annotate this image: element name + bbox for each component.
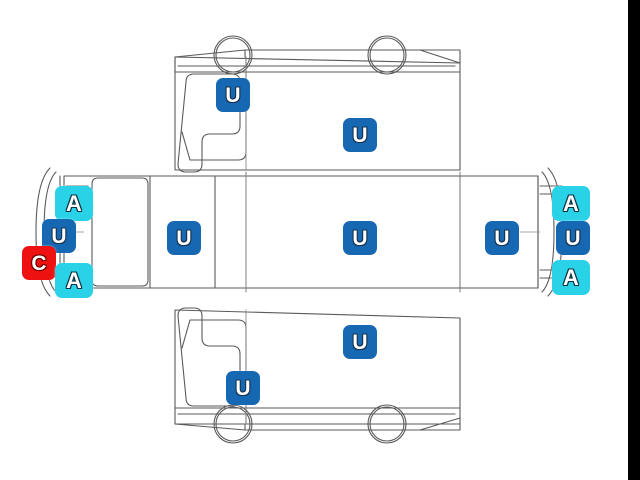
right-black-bar <box>628 0 640 480</box>
condition-marker-label: U <box>51 224 67 248</box>
plan-view <box>35 167 563 297</box>
condition-marker-label: U <box>176 226 192 250</box>
condition-marker-label: A <box>563 190 579 216</box>
condition-marker-u-top-view-body[interactable]: U <box>343 118 377 152</box>
condition-marker-a-plan-right-rear-corner[interactable]: A <box>552 260 590 295</box>
condition-marker-label: U <box>565 226 581 250</box>
top-side-elevation-view <box>174 35 461 173</box>
condition-marker-label: U <box>225 83 241 107</box>
condition-marker-label: U <box>352 123 368 147</box>
condition-marker-label: A <box>66 267 82 293</box>
condition-marker-a-plan-left-rear-corner[interactable]: A <box>55 263 93 298</box>
bottom-side-elevation-view <box>174 307 461 444</box>
condition-marker-a-plan-right-front-corner[interactable]: A <box>552 186 590 221</box>
condition-marker-c-plan-left-outer[interactable]: C <box>22 246 56 280</box>
condition-marker-u-bottom-view-cab[interactable]: U <box>226 371 260 405</box>
condition-marker-u-plan-body-centre[interactable]: U <box>343 221 377 255</box>
condition-marker-u-plan-body-rear[interactable]: U <box>485 221 519 255</box>
condition-marker-label: U <box>235 376 251 400</box>
condition-marker-u-bottom-view-body[interactable]: U <box>343 325 377 359</box>
condition-marker-label: U <box>352 226 368 250</box>
condition-marker-a-plan-left-front-corner[interactable]: A <box>55 186 93 221</box>
condition-marker-u-top-view-cab[interactable]: U <box>216 78 250 112</box>
condition-marker-label: A <box>563 264 579 290</box>
condition-marker-u-plan-cab-panel[interactable]: U <box>167 221 201 255</box>
condition-marker-label: C <box>31 251 47 275</box>
condition-marker-label: U <box>494 226 510 250</box>
condition-marker-label: U <box>352 330 368 354</box>
condition-marker-u-plan-right-centre[interactable]: U <box>556 221 590 255</box>
condition-marker-label: A <box>66 190 82 216</box>
